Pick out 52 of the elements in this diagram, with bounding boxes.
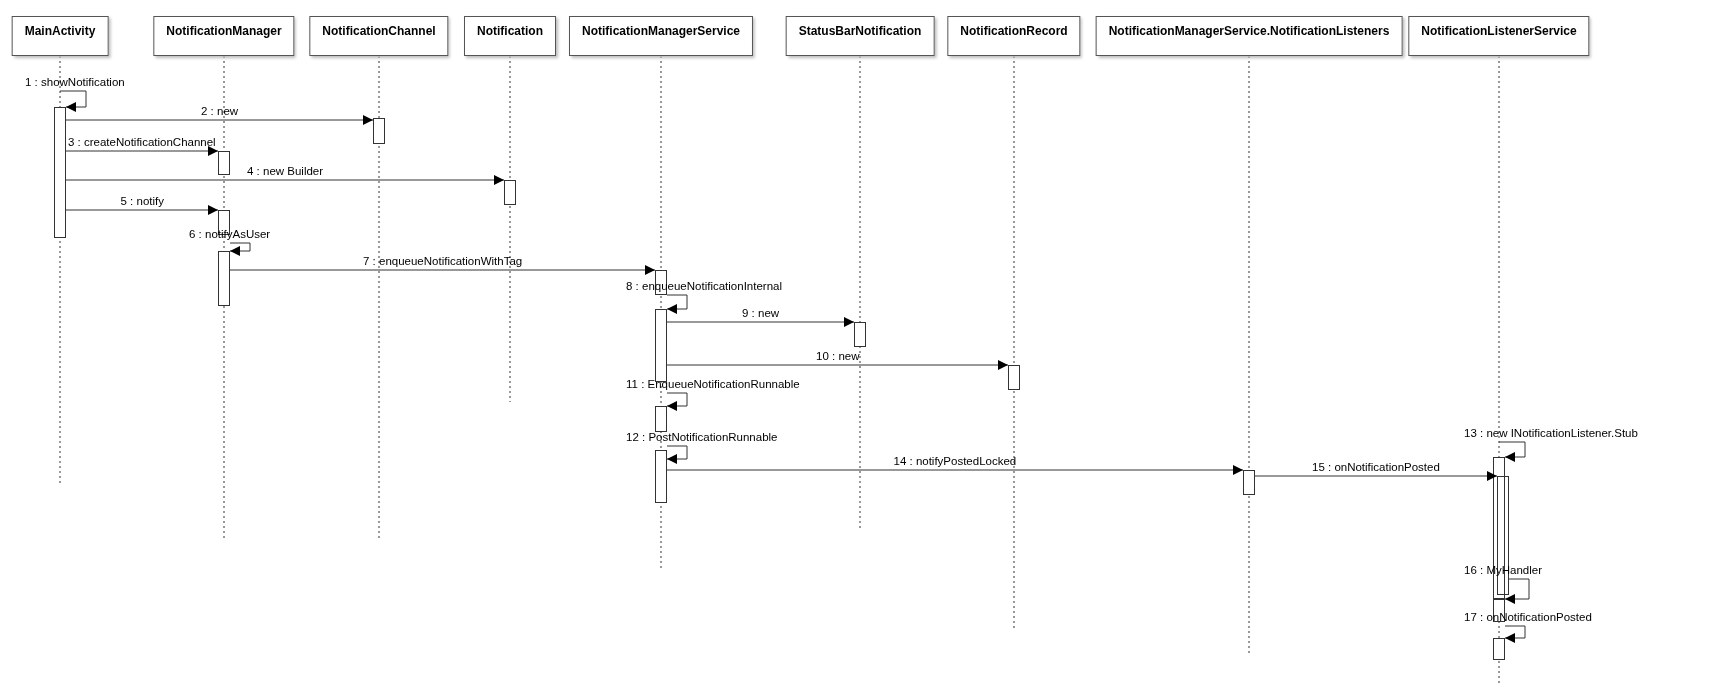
participant-box: StatusBarNotification — [785, 16, 935, 56]
activation-bar — [1008, 365, 1020, 390]
participant-box: NotificationManager — [153, 16, 295, 56]
message-arrow — [65, 175, 505, 185]
message-arrow — [666, 445, 688, 464]
message-label: 9 : new — [742, 307, 780, 320]
message-label: 4 : new Builder — [247, 165, 324, 178]
participant-box: NotificationManagerService — [569, 16, 753, 56]
message-label: 3 : createNotificationChannel — [68, 136, 216, 149]
activation-bar — [504, 180, 516, 205]
message-arrow — [229, 265, 656, 275]
message-arrow — [1498, 441, 1526, 462]
message-arrow — [1504, 625, 1526, 643]
message-label: 14 : notifyPostedLocked — [893, 455, 1017, 468]
message-arrow — [666, 465, 1244, 475]
activation-bar — [655, 450, 667, 503]
message-arrow — [65, 205, 219, 215]
activation-bar — [854, 322, 866, 347]
message-arrow — [1254, 471, 1498, 481]
participant-box: NotificationRecord — [947, 16, 1081, 56]
message-label: 6 : notifyAsUser — [189, 228, 271, 241]
message-arrow — [65, 146, 219, 156]
activation-bar — [655, 309, 667, 382]
participant-box: Notification — [464, 16, 556, 56]
message-arrow — [666, 317, 855, 327]
activation-bar — [1493, 638, 1505, 660]
message-arrow — [65, 115, 374, 125]
activation-bar — [1243, 470, 1255, 495]
message-arrow — [666, 392, 688, 411]
activation-bar — [54, 107, 66, 238]
message-label: 11 : EnqueueNotificationRunnable — [626, 378, 800, 391]
message-label: 15 : onNotificationPosted — [1312, 461, 1440, 474]
message-arrow — [1504, 578, 1530, 604]
activation-bar — [218, 151, 230, 175]
message-label: 5 : notify — [120, 195, 164, 208]
message-label: 13 : new INotificationListener.Stub — [1464, 427, 1638, 440]
activation-bar — [373, 118, 385, 144]
message-label: 12 : PostNotificationRunnable — [626, 431, 778, 444]
message-arrow — [229, 242, 251, 256]
message-label: 10 : new — [816, 350, 860, 363]
participant-box: NotificationManagerService.NotificationListeners — [1095, 16, 1403, 56]
message-arrow — [59, 90, 87, 112]
participant-box: MainActivity — [11, 16, 109, 56]
message-label: 1 : showNotification — [25, 76, 125, 89]
message-arrow — [666, 360, 1009, 370]
participant-box: NotificationChannel — [309, 16, 449, 56]
activation-bar — [218, 251, 230, 306]
message-arrow — [666, 294, 688, 314]
message-label: 2 : new — [201, 105, 239, 118]
participant-box: NotificationListenerService — [1408, 16, 1590, 56]
activation-bar — [655, 406, 667, 432]
message-label: 7 : enqueueNotificationWithTag — [363, 255, 523, 268]
